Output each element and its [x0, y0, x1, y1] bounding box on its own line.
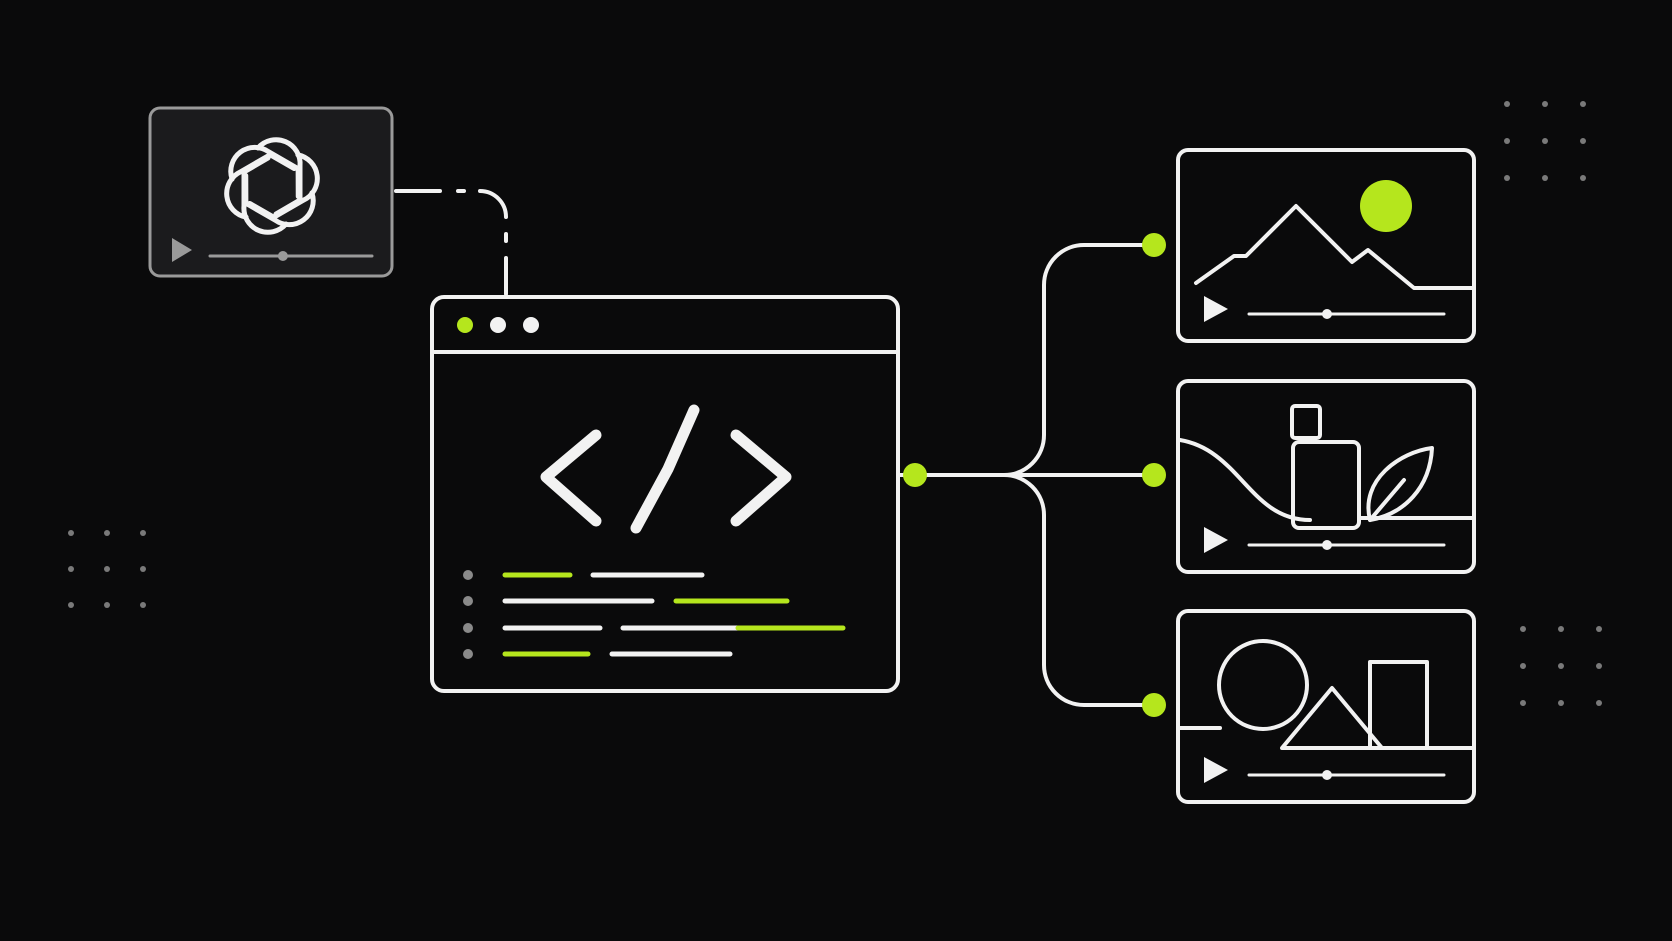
- play-icon[interactable]: [1204, 296, 1228, 322]
- grid-dot: [1580, 175, 1586, 181]
- grid-dot: [1542, 175, 1548, 181]
- grid-dot: [1596, 663, 1602, 669]
- grid-dot: [1520, 700, 1526, 706]
- grid-dot: [1542, 101, 1548, 107]
- grid-dot: [68, 530, 74, 536]
- play-icon[interactable]: [172, 238, 192, 262]
- source-video-frame: [148, 106, 394, 278]
- grid-dot: [68, 602, 74, 608]
- grid-dot: [1558, 663, 1564, 669]
- code-lines: [463, 570, 846, 659]
- play-icon[interactable]: [1204, 757, 1228, 783]
- line-bullet: [463, 570, 473, 580]
- grid-dot: [1580, 101, 1586, 107]
- output-video-card-shapes: [1176, 609, 1476, 804]
- mountain-landscape-icon: [1194, 180, 1474, 290]
- grid-dot: [1558, 626, 1564, 632]
- output-frame: [1176, 379, 1476, 574]
- output-video-card-landscape: [1176, 148, 1476, 343]
- bottle-leaf-icon: [1178, 404, 1474, 530]
- grid-dot: [1542, 138, 1548, 144]
- output-progress-knob[interactable]: [1322, 540, 1332, 550]
- grid-dot: [1596, 626, 1602, 632]
- editor-to-outputs-connectors: [898, 243, 1144, 707]
- grid-dot: [140, 602, 146, 608]
- output-frame: [1176, 609, 1476, 804]
- grid-dot: [1504, 101, 1510, 107]
- line-bullet: [463, 623, 473, 633]
- output-progress-knob[interactable]: [1322, 309, 1332, 319]
- grid-dot: [140, 566, 146, 572]
- grid-dot: [140, 530, 146, 536]
- output-node-shapes[interactable]: [1142, 693, 1166, 717]
- grid-dot: [68, 566, 74, 572]
- grid-dot: [1520, 626, 1526, 632]
- decorative-dot-grids: [68, 101, 1602, 706]
- output-node-landscape[interactable]: [1142, 233, 1166, 257]
- grid-dot: [1504, 138, 1510, 144]
- play-icon[interactable]: [1204, 527, 1228, 553]
- grid-dot: [104, 602, 110, 608]
- output-progress-knob[interactable]: [1322, 770, 1332, 780]
- output-node-product[interactable]: [1142, 463, 1166, 487]
- grid-dot: [1596, 700, 1602, 706]
- circle-triangle-square-icon: [1178, 639, 1474, 750]
- window-dot-accent[interactable]: [457, 317, 473, 333]
- grid-dot: [1558, 700, 1564, 706]
- editor-output-node[interactable]: [903, 463, 927, 487]
- grid-dot: [104, 566, 110, 572]
- window-dot[interactable]: [523, 317, 539, 333]
- source-video-card: [148, 106, 394, 278]
- grid-dot: [1580, 138, 1586, 144]
- line-bullet: [463, 596, 473, 606]
- source-to-editor-connector: [394, 189, 508, 296]
- code-editor-window: [430, 295, 900, 693]
- output-video-card-product: [1176, 379, 1476, 574]
- grid-dot: [1504, 175, 1510, 181]
- line-bullet: [463, 649, 473, 659]
- grid-dot: [1520, 663, 1526, 669]
- source-video-progress-knob[interactable]: [277, 251, 288, 261]
- window-dot[interactable]: [490, 317, 506, 333]
- editor-frame: [430, 295, 900, 693]
- code-brackets-icon: [540, 404, 792, 534]
- grid-dot: [104, 530, 110, 536]
- openai-knot-icon: [224, 137, 320, 235]
